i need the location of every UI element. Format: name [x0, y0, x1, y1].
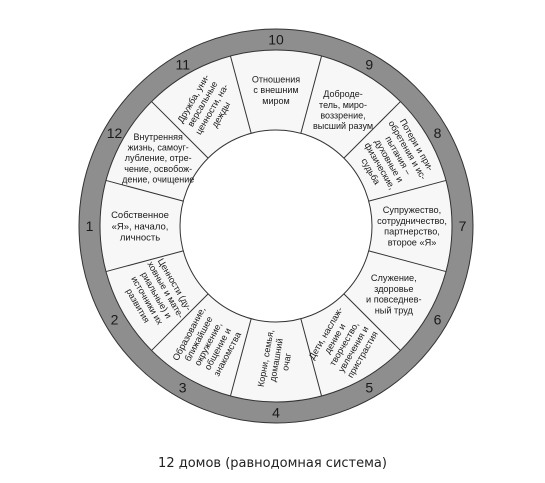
house-description-line: лубление, отре- — [125, 153, 192, 163]
house-description-line: и повседнев- — [366, 295, 422, 305]
house-divider — [300, 318, 323, 397]
house-11-number: 11 — [176, 57, 191, 73]
house-description-line: личность — [120, 233, 160, 244]
house-description-line: партнерство, — [384, 227, 440, 237]
house-4-number: 4 — [272, 405, 280, 421]
house-description-line: сотрудничество, — [377, 216, 447, 226]
house-2-number: 2 — [111, 311, 119, 327]
house-divider — [229, 318, 252, 397]
house-description-line: Отношения — [252, 75, 300, 85]
house-6-number: 6 — [434, 311, 442, 327]
house-divider — [105, 250, 184, 273]
house-divider — [368, 179, 447, 202]
house-7-number: 7 — [459, 218, 467, 234]
house-description-line: здоровье — [374, 284, 413, 294]
house-description-line: дение, очищение — [122, 174, 194, 184]
house-divider — [151, 101, 209, 159]
house-description-line: Доброде- — [323, 89, 362, 99]
house-divider — [105, 179, 184, 202]
house-description-line: «Я», начало, — [112, 221, 169, 232]
house-9-description: Доброде-тель, миро-воззрение,высший разу… — [313, 89, 373, 131]
house-9-number: 9 — [365, 57, 373, 73]
house-7-description: Супружество,сотрудничество,партнерство,в… — [377, 205, 447, 248]
house-10-number: 10 — [268, 32, 284, 48]
house-description-line: воззрение, — [320, 111, 365, 121]
house-description-line: Супружество, — [383, 205, 441, 215]
house-description-line: высший разум — [313, 121, 373, 131]
house-description-line: ный труд — [375, 306, 414, 316]
house-3-number: 3 — [179, 380, 187, 396]
house-5-description: Дети, наслаж-дение итворчество,увлечения… — [307, 305, 382, 382]
house-8-number: 8 — [434, 125, 442, 141]
house-divider — [300, 55, 323, 134]
house-divider — [151, 293, 209, 351]
house-5-number: 5 — [365, 380, 373, 396]
house-description-line: Служение, — [371, 273, 417, 283]
house-1-number: 1 — [86, 218, 94, 234]
house-description-line: Внутренняя — [134, 132, 183, 142]
house-description-line: с внешним — [253, 85, 298, 95]
house-divider — [229, 55, 252, 134]
center-circle — [179, 129, 373, 323]
house-divider — [368, 250, 447, 273]
house-description-line: тель, миро- — [319, 100, 367, 110]
house-12-number: 12 — [107, 125, 123, 141]
house-description-line: жизнь, самоуг- — [128, 143, 189, 153]
house-description-line: очаг — [280, 352, 293, 372]
house-dividers — [105, 55, 447, 397]
house-description-line: миром — [262, 96, 289, 106]
house-divider — [343, 293, 401, 351]
house-divider — [343, 101, 401, 159]
house-labels: Собственное«Я», начало,личностьЦенности … — [111, 73, 447, 388]
house-description-line: чение, освобож- — [124, 164, 192, 174]
diagram-caption: 12 домов (равнодомная система) — [158, 456, 387, 471]
house-description-line: второе «Я» — [388, 238, 437, 248]
house-1-description: Собственное«Я», начало,личность — [111, 210, 169, 243]
house-description-line: Собственное — [111, 210, 169, 221]
